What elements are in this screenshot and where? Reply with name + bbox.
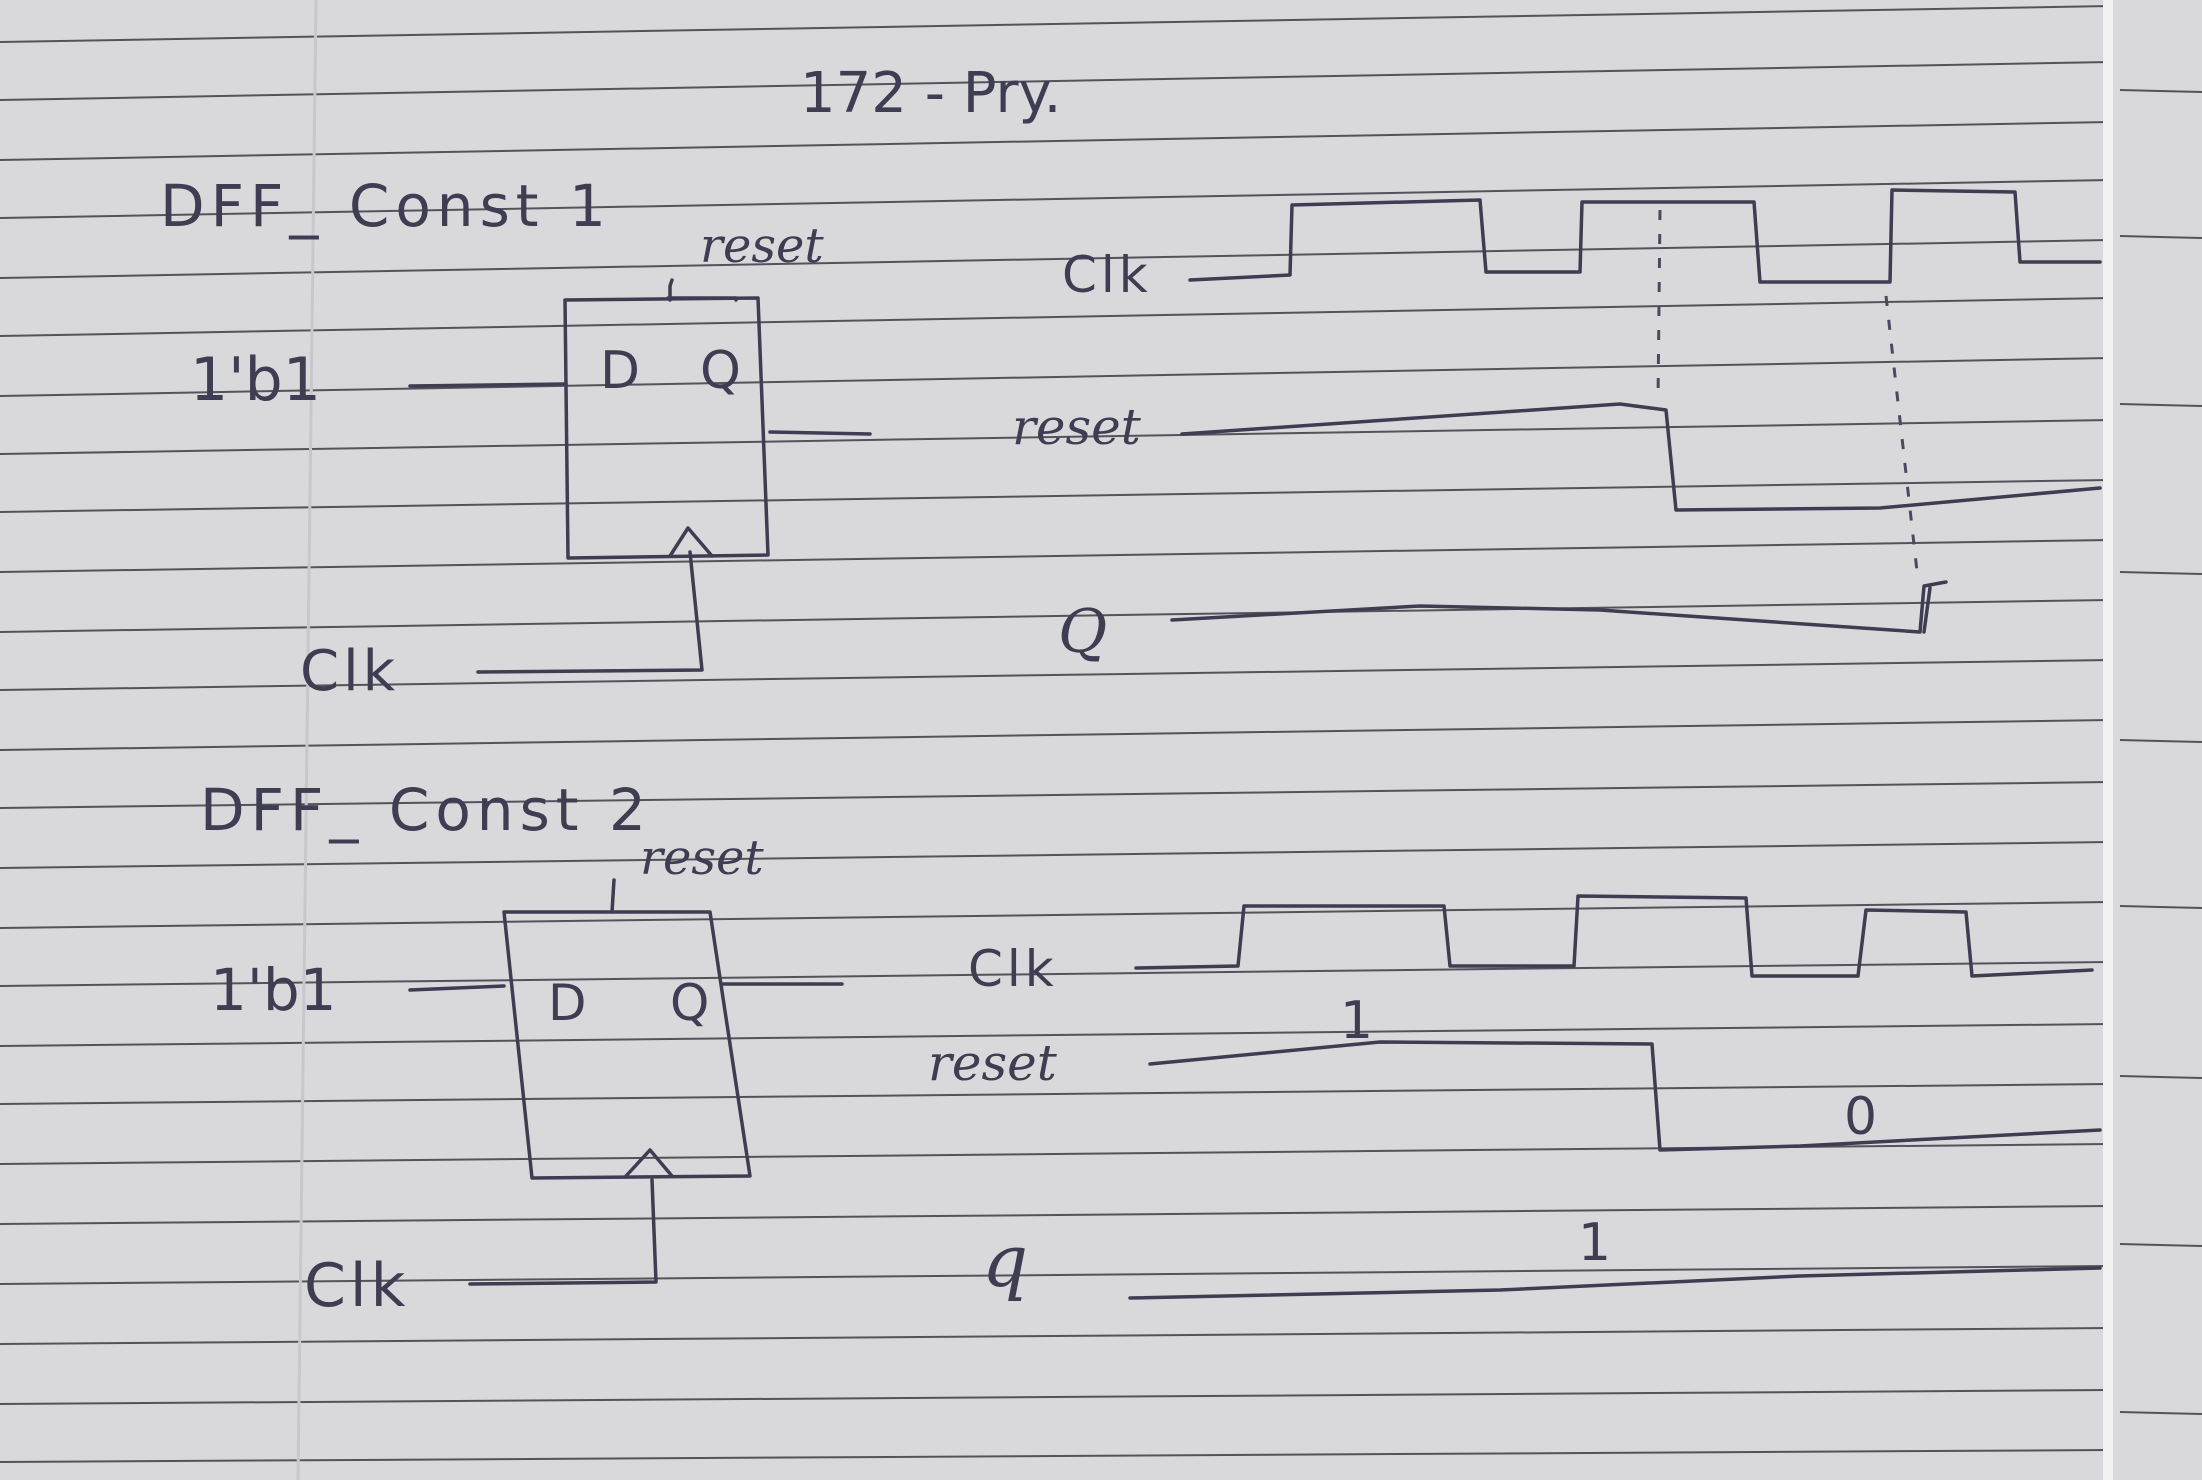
reset-low-value-2: 0 — [1844, 1087, 1877, 1147]
d-input-wire-2 — [408, 984, 506, 992]
clk-input-wire-2 — [468, 1178, 658, 1286]
reset-label-1: reset — [700, 218, 824, 274]
clk-wave-label-1: Clk — [1062, 246, 1152, 304]
q-rise-edge-1 — [1922, 586, 1932, 634]
clk-input-label-2: Clk — [304, 1251, 409, 1321]
d-input-wire-1 — [408, 382, 568, 388]
q-pin-label-1: Q — [700, 341, 741, 401]
reset-wave-label-2: reset — [928, 1034, 1058, 1092]
d-pin-label-2: D — [548, 974, 587, 1032]
q-waveform-2 — [1128, 1266, 2102, 1300]
clk-waveform-2 — [1134, 894, 2094, 978]
dff-block-1 — [563, 296, 770, 560]
page-number-text: 172 - Pry. — [800, 61, 1061, 126]
clock-triangle-2 — [624, 1148, 674, 1178]
dff-const-1-diagram: DFF_ Const 1 reset D Q 1'b1 Clk Clk rese… — [160, 172, 2102, 704]
dff-const-2-diagram: DFF_ Const 2 reset D Q 1'b1 Clk Clk rese… — [200, 776, 2102, 1321]
dff-block-2 — [502, 910, 752, 1180]
q-output-wire-1 — [768, 430, 872, 436]
q-pin-label-2: Q — [670, 974, 709, 1032]
reset-waveform-1 — [1180, 402, 2102, 512]
q-wave-label-2: q — [982, 1219, 1028, 1303]
dff-const-1-title: DFF_ Const 1 — [160, 172, 612, 240]
clk-input-wire-1 — [476, 550, 704, 674]
reset-waveform-2 — [1148, 1040, 2102, 1152]
clk-waveform-1 — [1188, 188, 2102, 284]
q-wave-label-1: Q — [1058, 597, 1107, 667]
d-pin-label-1: D — [600, 341, 640, 401]
reset-label-2: reset — [640, 830, 764, 886]
clock-triangle-1 — [668, 526, 714, 558]
q-waveform-1 — [1170, 580, 1948, 634]
edge-marker-1a — [1656, 209, 1662, 401]
clk-wave-label-2: Clk — [968, 940, 1058, 998]
const-input-label-2: 1'b1 — [210, 956, 337, 1024]
reset-pin-2 — [610, 878, 616, 914]
edge-marker-1b — [1884, 295, 1920, 581]
dff-const-2-title: DFF_ Const 2 — [200, 776, 652, 844]
clk-input-label-1: Clk — [300, 639, 399, 704]
q-value-2: 1 — [1578, 1213, 1611, 1273]
reset-wave-label-1: reset — [1012, 398, 1142, 456]
reset-high-value-2: 1 — [1340, 991, 1373, 1051]
const-input-label-1: 1'b1 — [190, 345, 321, 415]
